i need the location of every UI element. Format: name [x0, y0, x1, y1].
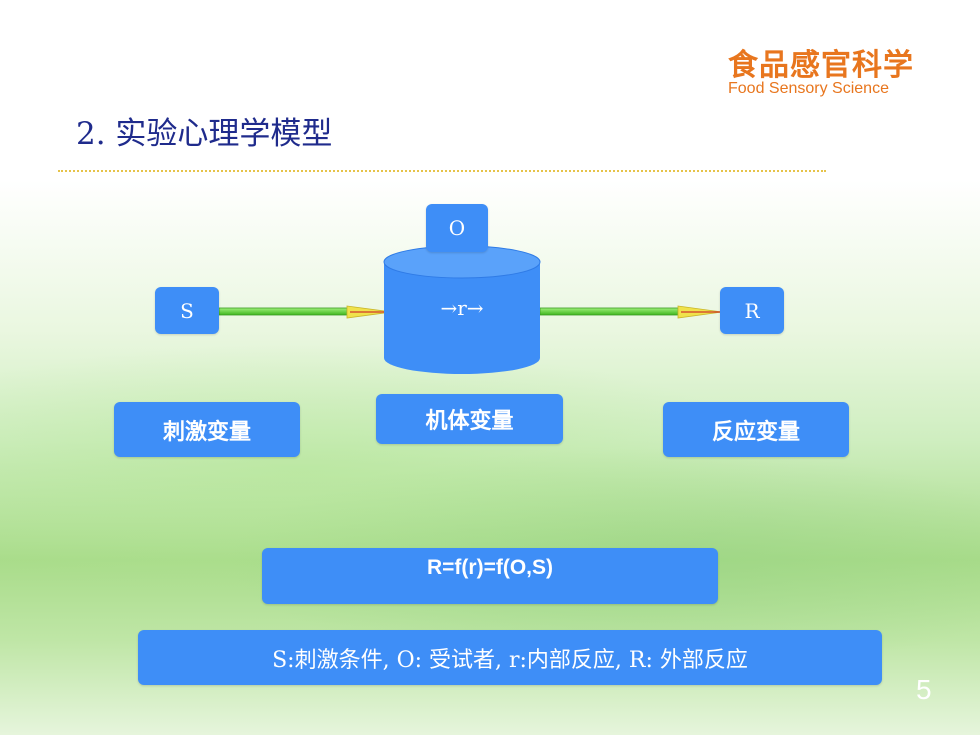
title-divider	[58, 170, 826, 172]
organism-variable-box: 机体变量	[376, 394, 563, 444]
stimulus-variable-box: 刺激变量	[114, 402, 300, 457]
response-box: R	[720, 287, 784, 334]
logo-chinese: 食品感官科学	[728, 48, 914, 83]
stimulus-box: S	[155, 287, 219, 334]
organism-box: O	[426, 204, 488, 252]
slide-title: 2. 实验心理学模型	[76, 116, 333, 152]
logo-english: Food Sensory Science	[728, 80, 889, 97]
arrow-s-to-organism	[218, 305, 393, 319]
internal-response-label: →r→	[440, 296, 484, 320]
legend-box: S:刺激条件, O: 受试者, r:内部反应, R: 外部反应	[138, 630, 882, 685]
response-variable-box: 反应变量	[663, 402, 849, 457]
page-number: 5	[916, 674, 932, 705]
arrow-organism-to-r	[539, 305, 723, 319]
organism-cylinder	[383, 245, 541, 374]
formula-box: R=f(r)=f(O,S)	[262, 548, 718, 604]
